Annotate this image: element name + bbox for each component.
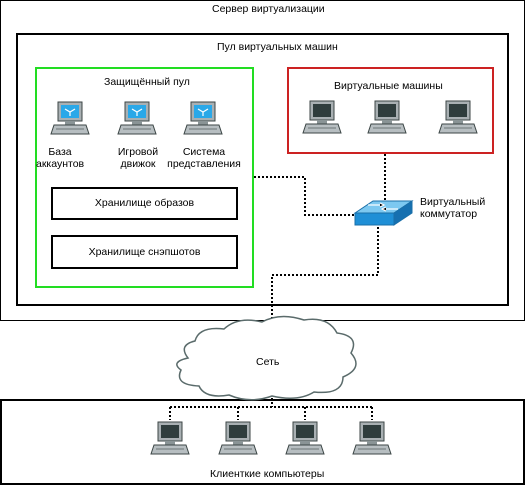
link-pool-to-switch bbox=[254, 176, 358, 216]
vm-pool-title: Пул виртуальных машин bbox=[217, 41, 338, 53]
virtual-machines-title: Виртуальные машины bbox=[334, 80, 443, 92]
storage-images-box bbox=[51, 187, 238, 220]
server-title: Сервер виртуализации bbox=[212, 3, 325, 15]
computer-icon bbox=[352, 421, 392, 455]
storage-images-label: Хранилище образов bbox=[94, 197, 195, 209]
computer-icon bbox=[438, 100, 478, 134]
computer-icon bbox=[367, 100, 407, 134]
computer-icon bbox=[150, 421, 190, 455]
virtual-switch-icon bbox=[353, 200, 414, 226]
computer-icon bbox=[50, 101, 90, 135]
vm-pool-frame bbox=[16, 33, 509, 306]
storage-snapshots-box bbox=[51, 235, 238, 269]
network-label: Сеть bbox=[256, 356, 280, 368]
storage-snapshots-label: Хранилище снэпшотов bbox=[88, 246, 201, 258]
protected-pool-frame bbox=[35, 67, 254, 288]
network-cloud-icon bbox=[176, 315, 357, 401]
computer-icon bbox=[302, 100, 342, 134]
computer-icon bbox=[285, 421, 325, 455]
clients-title: Клиенткие компьютеры bbox=[210, 468, 325, 480]
computer-icon bbox=[183, 101, 223, 135]
protected-pool-title: Защищённый пул bbox=[104, 76, 190, 88]
link-switch-to-network bbox=[271, 227, 379, 338]
virtual-machines-frame bbox=[287, 67, 494, 154]
computer-icon bbox=[117, 101, 157, 135]
computer-icon bbox=[218, 421, 258, 455]
clients-frame bbox=[0, 399, 525, 485]
